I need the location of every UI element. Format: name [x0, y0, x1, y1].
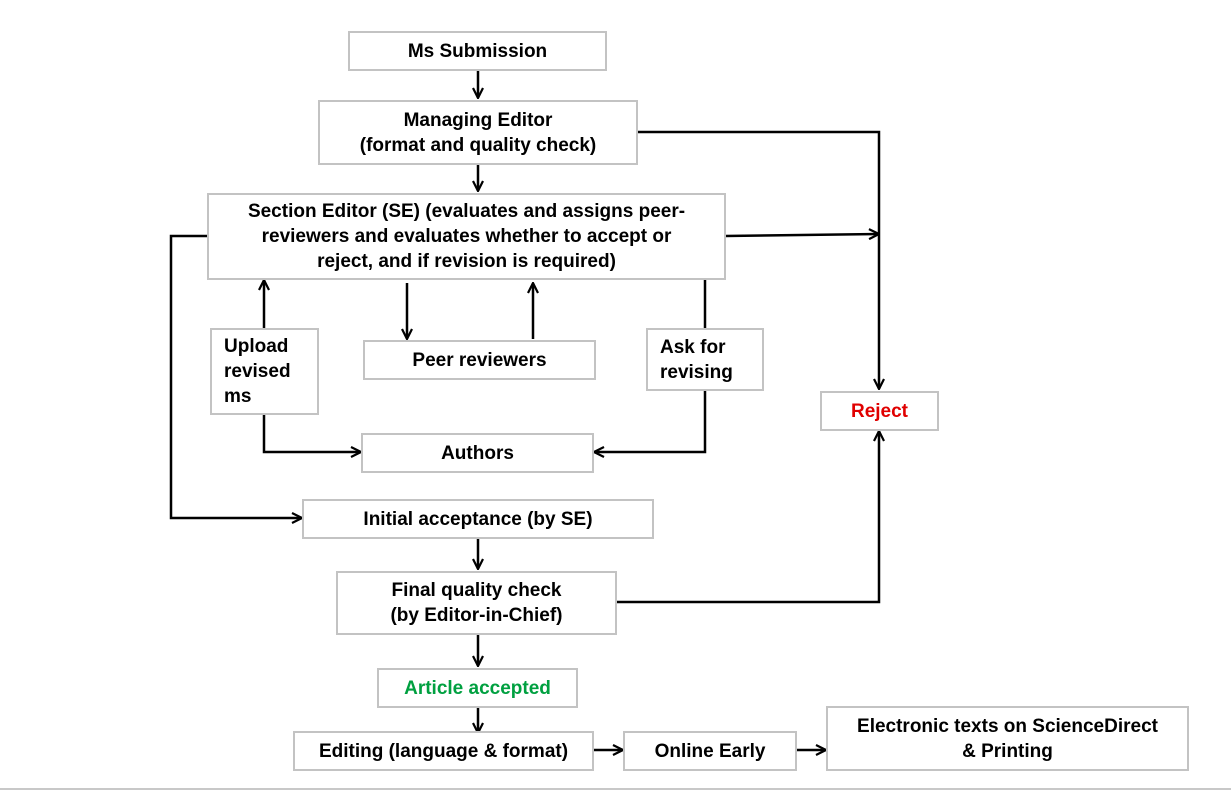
node-label: Editing (language & format) [318, 740, 569, 762]
node-label: (by Editor-in-Chief) [390, 605, 563, 626]
node-label: Initial acceptance (by SE) [363, 508, 593, 530]
node-section-editor: Section Editor (SE) (evaluates and assig… [207, 193, 726, 280]
node-reject: Reject [820, 391, 939, 431]
node-label: Managing Editor [403, 109, 553, 131]
arrow-section-to-initial [169, 234, 302, 518]
bottom-divider [0, 788, 1231, 790]
node-peer-reviewers: Peer reviewers [363, 340, 596, 380]
node-label: Authors [441, 442, 514, 464]
node-label: ms [224, 386, 252, 407]
node-label: Section Editor (SE) (evaluates and assig… [247, 201, 686, 222]
node-upload-revised: Upload revised ms [210, 328, 319, 415]
node-authors: Authors [361, 433, 594, 473]
node-label: Online Early [654, 740, 766, 762]
node-label: Ask for [660, 336, 726, 358]
node-ask-for-revising: Ask for revising [646, 328, 764, 391]
node-label: reject, and if revision is required) [317, 251, 616, 272]
node-managing-editor: Managing Editor (format and quality chec… [318, 100, 638, 165]
node-label: Ms Submission [407, 40, 548, 62]
node-online-early: Online Early [623, 731, 797, 771]
arrow-final-to-reject [616, 431, 879, 604]
node-ms-submission: Ms Submission [348, 31, 607, 71]
arrow-ask-to-authors [594, 390, 707, 452]
node-label: Upload [224, 336, 289, 357]
node-editing: Editing (language & format) [293, 731, 594, 771]
node-label: revised [224, 361, 291, 382]
arrow-section-to-reject [724, 234, 879, 236]
node-initial-acceptance: Initial acceptance (by SE) [302, 499, 654, 539]
node-label: Article accepted [404, 677, 551, 699]
node-final-quality-check: Final quality check (by Editor-in-Chief) [336, 571, 617, 635]
node-electronic-texts: Electronic texts on ScienceDirect & Prin… [826, 706, 1189, 771]
node-label: reviewers and evaluates whether to accep… [261, 226, 672, 247]
node-label: (format and quality check) [359, 134, 597, 156]
node-label: Final quality check [391, 580, 562, 601]
node-label: Electronic texts on ScienceDirect [857, 715, 1158, 737]
node-label: & Printing [962, 740, 1053, 762]
node-label: Peer reviewers [412, 349, 547, 371]
node-article-accepted: Article accepted [377, 668, 578, 708]
arrow-upload-to-authors [262, 414, 361, 452]
node-label: Reject [850, 400, 909, 422]
node-label: revising [660, 361, 733, 383]
arrow-managing-to-reject [638, 130, 879, 389]
